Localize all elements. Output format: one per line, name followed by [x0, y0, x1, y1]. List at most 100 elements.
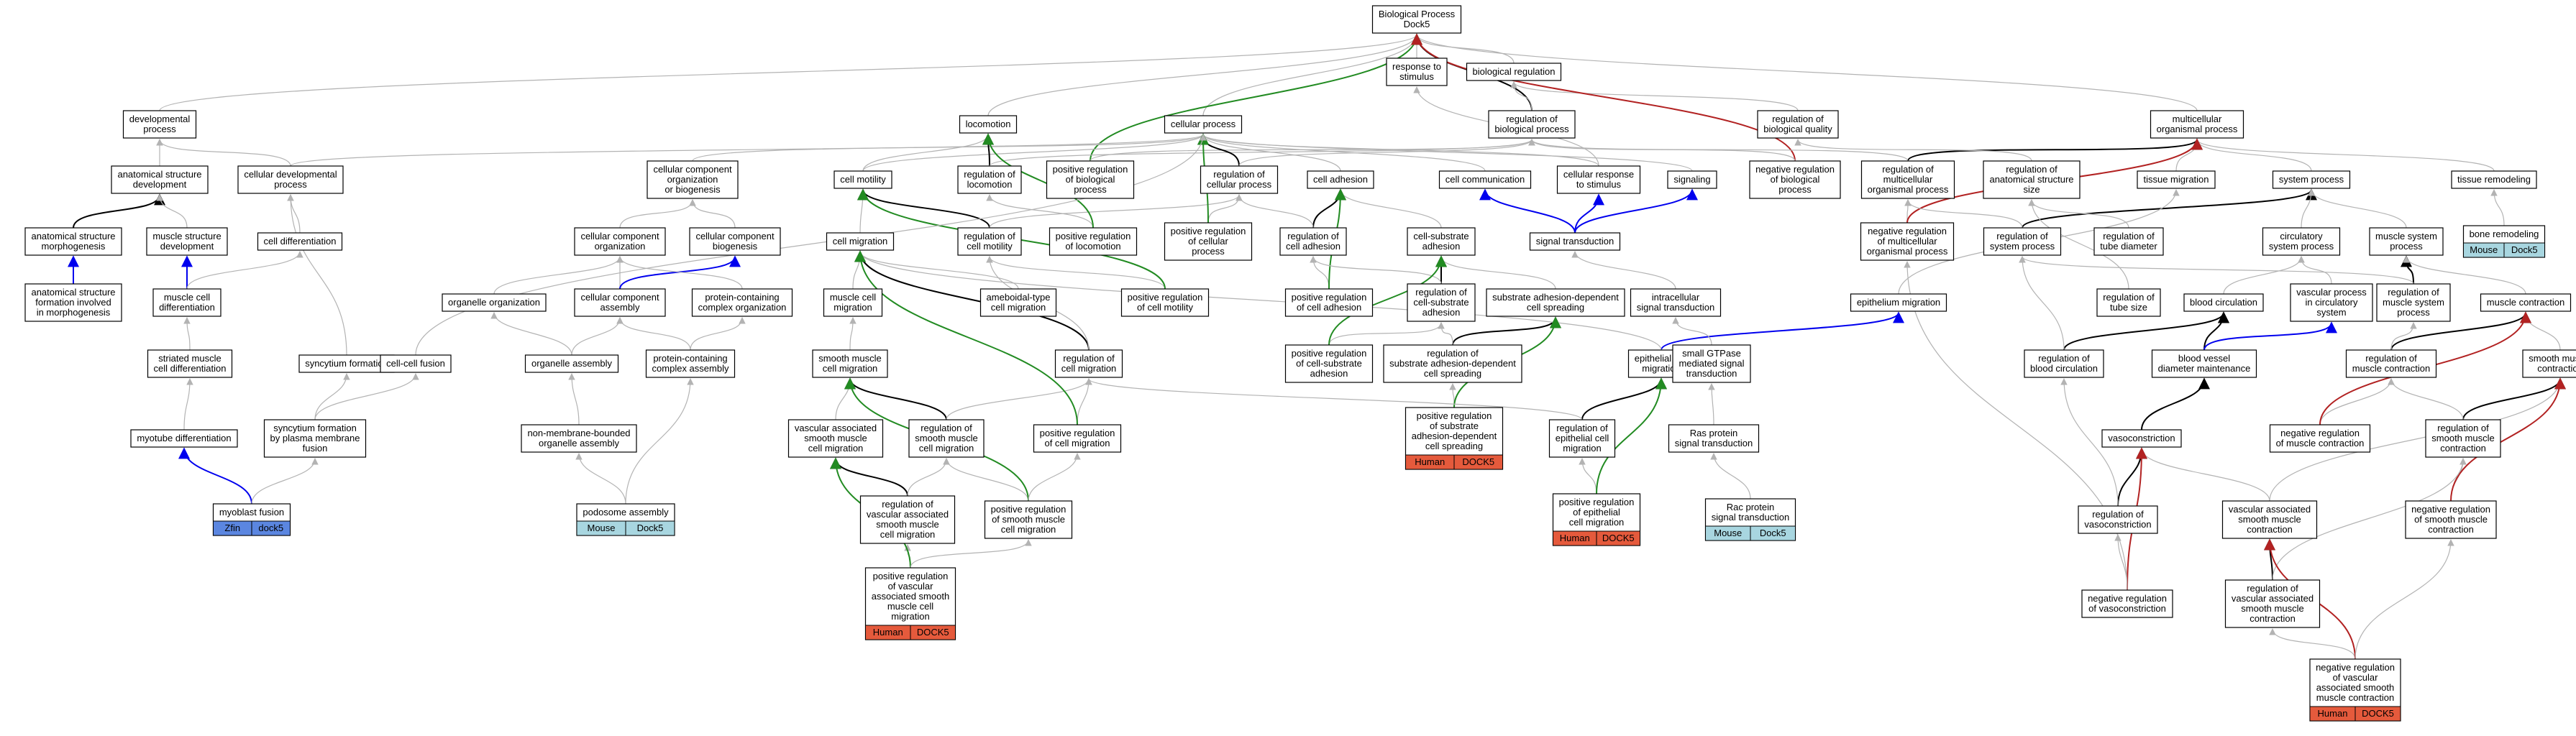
- go-term-node-cellcomm[interactable]: cell communication: [1438, 170, 1532, 189]
- go-term-node-orgorg[interactable]: organelle organization: [442, 293, 547, 312]
- go-term-node-ccfusion[interactable]: cell-cell fusion: [380, 354, 452, 373]
- go-term-node-tissmig[interactable]: tissue migration: [2137, 170, 2216, 189]
- go-term-node-signaling[interactable]: signaling: [1667, 170, 1717, 189]
- go-term-node-bloodcirc[interactable]: blood circulation: [2183, 293, 2264, 312]
- go-term-node-celldiff[interactable]: cell differentiation: [257, 232, 343, 251]
- go-term-node-celladh[interactable]: cell adhesion: [1307, 170, 1374, 189]
- go-term-node-epimig[interactable]: epithelium migration: [1850, 293, 1947, 312]
- go-term-node-sigtrans[interactable]: signal transduction: [1529, 232, 1621, 251]
- go-term-node-biolreg[interactable]: biological regulation: [1466, 63, 1562, 81]
- go-term-node-syncform[interactable]: syncytium formation: [298, 354, 395, 373]
- go-term-node-vasocon[interactable]: vasoconstriction: [2101, 429, 2182, 448]
- go-term-node-orgass[interactable]: organelle assembly: [524, 354, 619, 373]
- go-term-node-tissrem[interactable]: tissue remodeling: [2451, 170, 2537, 189]
- go-term-node-cellmot[interactable]: cell motility: [833, 170, 892, 189]
- go-term-node-sysp[interactable]: system process: [2272, 170, 2351, 189]
- go-term-node-cellmig[interactable]: cell migration: [826, 232, 895, 251]
- go-term-node-loco[interactable]: locomotion: [959, 115, 1018, 134]
- go-term-node-muscon[interactable]: muscle contraction: [2480, 293, 2572, 312]
- go-term-node-myotube[interactable]: myotube differentiation: [130, 429, 238, 448]
- go-term-node-cellp[interactable]: cellular process: [1164, 115, 1243, 134]
